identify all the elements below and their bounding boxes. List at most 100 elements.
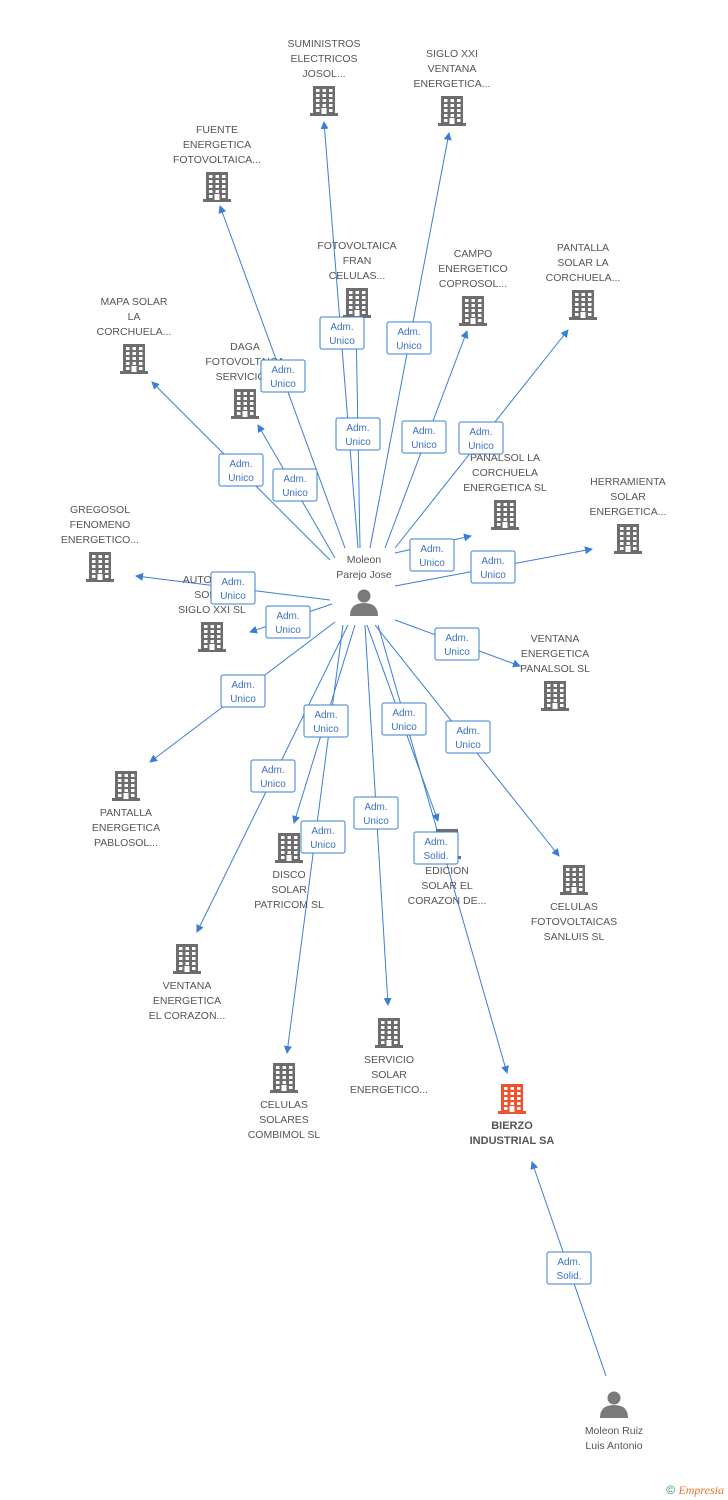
edge-label[interactable]: Adm.Unico: [434, 627, 480, 661]
node-label-line: ENERGETICA SL: [463, 482, 547, 494]
edge-label-box: [210, 571, 256, 605]
node-label-line: HERRAMIENTA: [590, 476, 666, 488]
company-node[interactable]: SERVICIOSOLARENERGETICO...: [350, 1018, 428, 1096]
node-label-line: CAMPO: [454, 248, 493, 260]
node-label-line: VENTANA: [163, 980, 212, 992]
node-label-line: BIERZO: [491, 1120, 533, 1132]
edge-label[interactable]: Adm.Unico: [272, 468, 318, 502]
edge-label[interactable]: Adm.Unico: [353, 796, 399, 830]
company-node[interactable]: SUMINISTROSELECTRICOSJOSOL...: [288, 38, 361, 116]
edge-label-text: Unico: [345, 437, 371, 448]
edge-label[interactable]: Adm. Solid.: [413, 831, 459, 865]
company-node[interactable]: SIGLO XXIVENTANAENERGETICA...: [413, 48, 491, 126]
company-node-highlighted[interactable]: BIERZO INDUSTRIAL SA: [470, 1084, 555, 1147]
edge-label-box: [303, 704, 349, 738]
node-label-line: CORCHUELA...: [97, 326, 172, 338]
node-label-line: SOLAR: [610, 491, 646, 503]
edge-label[interactable]: Adm.Unico: [260, 359, 306, 393]
edge-label[interactable]: Adm.Unico: [265, 605, 311, 639]
building-icon: [231, 389, 259, 419]
edge-label[interactable]: Adm.Unico: [381, 702, 427, 736]
edge-labels-layer: Adm.UnicoAdm.UnicoAdm.UnicoAdm.UnicoAdm.…: [210, 316, 592, 1285]
edge-label[interactable]: Adm.Unico: [210, 571, 256, 605]
edge-label-text: Unico: [411, 440, 437, 451]
building-icon: [438, 96, 466, 126]
company-node[interactable]: HERRAMIENTA SOLAR ENERGETICA...: [589, 476, 667, 554]
company-node[interactable]: PANTALLAENERGETICAPABLOSOL...: [92, 771, 160, 849]
brand-logo[interactable]: Empresia: [678, 1483, 724, 1497]
edge-label-text: Adm.: [420, 544, 443, 555]
building-icon: [541, 681, 569, 711]
edge-label[interactable]: Adm.Unico: [409, 538, 455, 572]
node-label-line: ENERGETICA...: [589, 506, 666, 518]
edge-label[interactable]: Adm.Solid.: [546, 1251, 592, 1285]
node-label-line: FUENTE: [196, 124, 238, 136]
edge-label-box: [353, 796, 399, 830]
edge-label-box: [434, 627, 480, 661]
node-label-line: SERVICIO...: [216, 371, 275, 383]
edge-label-text: Unico: [313, 724, 339, 735]
company-node[interactable]: DAGAFOTOVOLTAICASERVICIO...: [205, 341, 285, 419]
edge-label-box: [546, 1251, 592, 1285]
edge-label[interactable]: Adm.Unico: [458, 421, 504, 455]
edge-label[interactable]: Adm.Unico: [303, 704, 349, 738]
edge-label[interactable]: Adm.Unico: [220, 674, 266, 708]
building-icon: [614, 524, 642, 554]
node-label-line: ENERGETICA: [521, 648, 589, 660]
node-label-line: CORCHUELA...: [546, 272, 621, 284]
node-label-line: Moleon: [347, 554, 382, 566]
node-label-line: SUMINISTROS: [288, 38, 361, 50]
edge-label[interactable]: Adm.Unico: [335, 417, 381, 451]
edge-label-text: Unico: [275, 625, 301, 636]
edge-label-text: Adm.: [424, 837, 447, 848]
edge-label[interactable]: Adm.Unico: [218, 453, 264, 487]
node-label-line: Moleon Ruiz: [585, 1425, 643, 1437]
building-icon: [310, 86, 338, 116]
node-label-line: VENTANA: [428, 63, 477, 75]
edge-label-text: Unico: [282, 488, 308, 499]
node-label-line: VENTANA: [531, 633, 580, 645]
edge-label-text: Unico: [270, 379, 296, 390]
edge-label-text: Adm.: [557, 1257, 580, 1268]
edge-label[interactable]: Adm.Unico: [386, 321, 432, 355]
node-label-line: EDICION: [425, 865, 469, 877]
company-node[interactable]: FOTOVOLTAICAFRANCELULAS...: [317, 240, 397, 318]
node-label-line: ELECTRICOS: [290, 53, 357, 65]
node-label-line: COMBIMOL SL: [248, 1129, 321, 1141]
node-label-line: INDUSTRIAL SA: [470, 1135, 555, 1147]
building-icon: [459, 296, 487, 326]
edge-label[interactable]: Adm.Unico: [319, 316, 365, 350]
edge-label[interactable]: Adm.Unico: [300, 820, 346, 854]
edge-label-text: Adm.: [445, 633, 468, 644]
edge-label-box: [409, 538, 455, 572]
company-node[interactable]: GREGOSOLFENOMENOENERGETICO...: [61, 504, 139, 582]
edge-label[interactable]: Adm.Unico: [445, 720, 491, 754]
building-icon: [198, 622, 226, 652]
edge-label-box: [401, 420, 447, 454]
company-node[interactable]: MAPA SOLARLACORCHUELA...: [97, 296, 172, 374]
node-label-line: SERVICIO: [364, 1054, 414, 1066]
edge-label-text: Solid.: [423, 851, 448, 862]
edge-label-text: Unico: [396, 341, 422, 352]
company-node[interactable]: CAMPOENERGETICOCOPROSOL...: [438, 248, 508, 326]
person-icon: [350, 589, 378, 616]
company-node[interactable]: FUENTEENERGETICAFOTOVOLTAICA...: [173, 124, 261, 202]
edge-label-box: [319, 316, 365, 350]
edge-label[interactable]: Adm.Unico: [401, 420, 447, 454]
edge-label[interactable]: Adm.Unico: [250, 759, 296, 793]
edge-label-text: Unico: [329, 336, 355, 347]
node-label-line: SOLAR: [271, 884, 307, 896]
node-label-line: SANLUIS SL: [544, 931, 605, 943]
edge-label[interactable]: Adm.Unico: [470, 550, 516, 584]
edge-label-box: [265, 605, 311, 639]
node-label-line: COPROSOL...: [439, 278, 507, 290]
